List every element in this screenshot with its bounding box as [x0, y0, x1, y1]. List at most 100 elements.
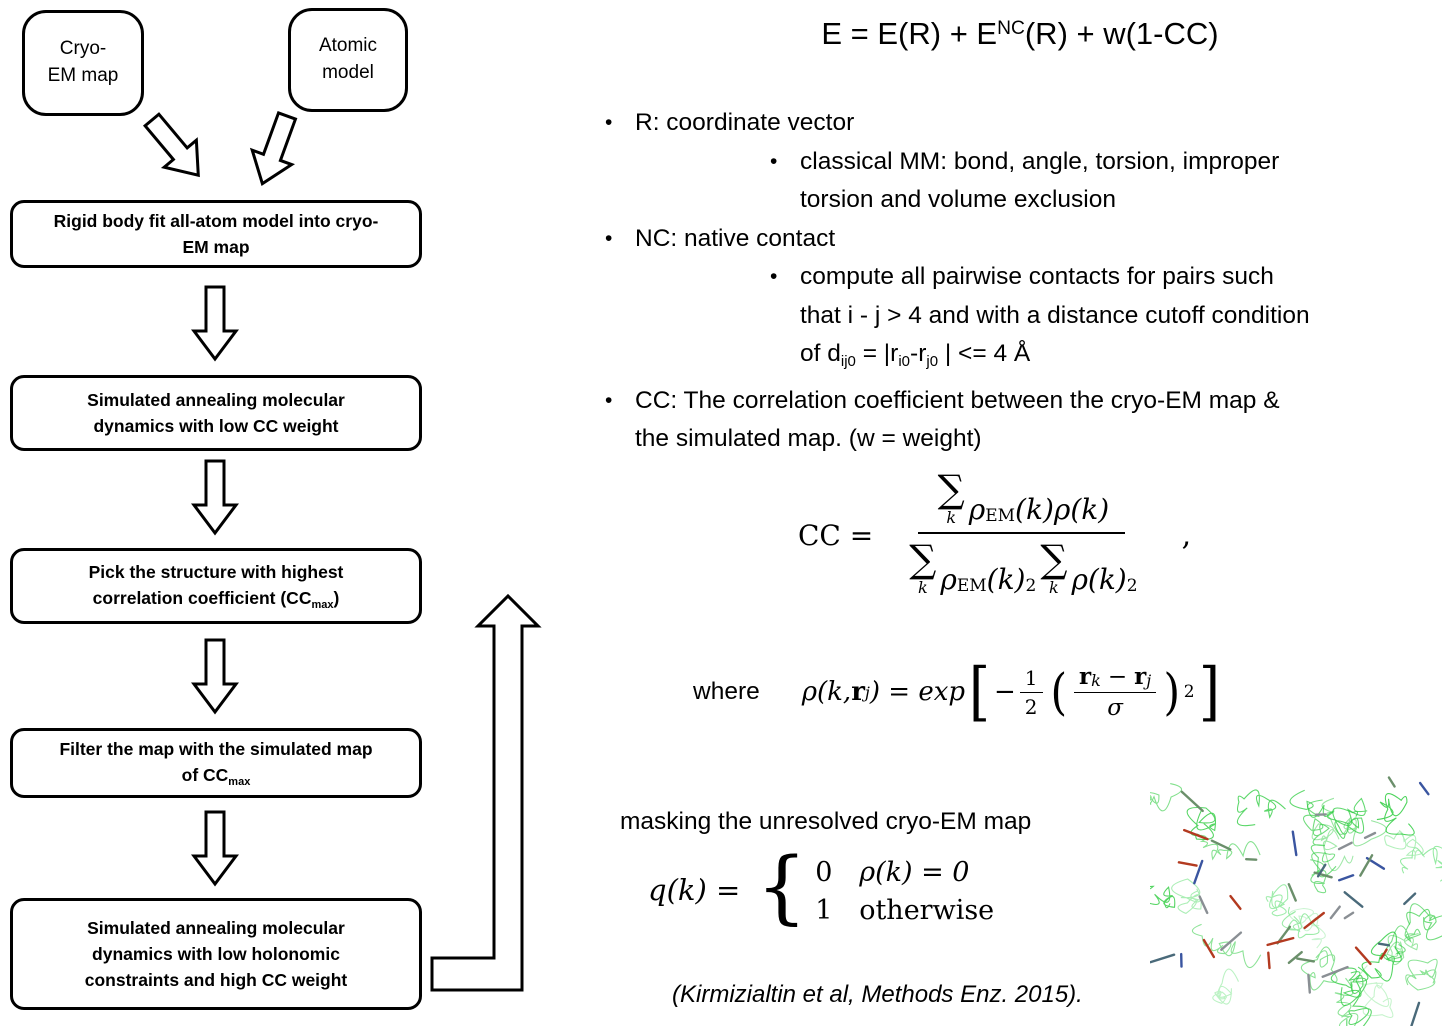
em-superscript: EM: [985, 506, 1016, 526]
cutoff-sub1: ij0: [840, 353, 856, 370]
bullet-dot-icon: •: [770, 265, 778, 288]
cutoff-p4: | <= 4 Å: [938, 340, 1031, 367]
bullet-list: • R: coordinate vector • classical MM: b…: [600, 104, 1442, 459]
j-subscript: j: [864, 682, 870, 702]
rho-of-k: ρ(k): [1071, 563, 1127, 596]
bullet-dot-icon: •: [770, 149, 778, 173]
arrow-step4-step5: [191, 810, 239, 887]
flow-box-atomic-model-label: Atomic model: [318, 35, 378, 83]
sum-limit: k: [917, 578, 928, 597]
fraction-numerator: 1: [1019, 666, 1043, 693]
left-bracket: [: [968, 655, 991, 729]
case-condition-otherwise: otherwise: [859, 894, 995, 926]
flow-step-sa-md-low-cc-label: Simulated annealing molecular dynamics w…: [87, 389, 345, 436]
right-paren: ): [1163, 663, 1181, 721]
cutoff-sub2: i0: [898, 353, 911, 370]
bullet-classical-mm: • classical MM: bond, angle, torsion, im…: [600, 143, 1442, 182]
step4-subscript: max: [228, 775, 251, 788]
bullet-r-coordinate-vector: • R: coordinate vector: [600, 104, 1442, 143]
sigma-lowercase: σ: [1107, 695, 1123, 721]
flowchart-arrows: [142, 110, 542, 992]
minus-sign: −: [993, 677, 1016, 707]
bullet-classical-mm-cont: torsion and volume exclusion: [600, 181, 1442, 220]
bullet-classical-mm-line2: torsion and volume exclusion: [800, 186, 1116, 213]
bullet-classical-mm-line1: classical MM: bond, angle, torsion, impr…: [800, 147, 1280, 175]
case-row-zero: 0 ρ(k) = 0: [815, 854, 994, 892]
minus-sign: −: [1107, 664, 1128, 690]
bullet-pairwise-contacts: • compute all pairwise contacts for pair…: [600, 258, 1442, 297]
arrow-from-atomic-model: [249, 110, 298, 187]
flow-step-rigid-body-fit: Rigid body fit all-atom model into cryo-…: [10, 200, 422, 268]
step3-text: Pick the structure with highest correlat…: [88, 561, 344, 608]
squared-superscript: 2: [1126, 576, 1138, 596]
sigma-glyph: ∑: [1040, 537, 1068, 581]
r-vector: r: [1079, 663, 1092, 690]
flow-step-pick-structure: Pick the structure with highest correlat…: [10, 548, 422, 624]
case-value-1: 1: [815, 894, 833, 926]
bullet-cc-correlation: • CC: The correlation coefficient betwee…: [600, 382, 1442, 421]
bullet-pairwise-line2: that i - j > 4 and with a distance cutof…: [800, 301, 1310, 329]
flow-step-sa-md-low-cc: Simulated annealing molecular dynamics w…: [10, 375, 422, 451]
case-value-0: 0: [815, 857, 833, 888]
sigma-glyph: ∑: [937, 467, 965, 511]
flow-step-sa-md-high-cc: Simulated annealing molecular dynamics w…: [10, 898, 422, 1010]
em-superscript: EM: [956, 576, 987, 596]
bullet-cc-line2: the simulated map. (w = weight): [635, 425, 982, 452]
cutoff-p3: -r: [910, 340, 927, 367]
energy-equation-part2: (R) + w(1-CC): [1024, 16, 1219, 51]
energy-equation-superscript: NC: [997, 18, 1025, 39]
case-row-one: 1 otherwise: [815, 892, 994, 930]
j-subscript: j: [1146, 671, 1152, 690]
cutoff-sub3: j0: [926, 353, 939, 370]
energy-equation-part1: E = E(R) + E: [821, 16, 998, 51]
arrow-step3-step4: [191, 638, 239, 715]
where-label: where: [693, 678, 760, 705]
energy-equation: E = E(R) + ENC(R) + w(1-CC): [700, 16, 1340, 52]
flow-box-cryo-em-map: Cryo- EM map: [22, 10, 144, 116]
q-equation: q(k) = { 0 ρ(k) = 0 1 otherwise: [648, 839, 994, 933]
sum-symbol: ∑k: [938, 470, 965, 526]
rho-of-k: ρ(k): [1053, 493, 1110, 526]
bullet-r-text: R: coordinate vector: [635, 109, 855, 136]
squared-superscript: 2: [1183, 682, 1195, 702]
cutoff-p1: of d: [800, 340, 841, 367]
sigma-glyph: ∑: [909, 537, 937, 581]
arrow-step1-step2: [191, 285, 239, 362]
rho-eq-lhs: ρ(k,: [801, 677, 852, 707]
step3-subscript: max: [311, 598, 334, 611]
r-vector: r: [1134, 663, 1147, 690]
of-k: (k): [986, 563, 1026, 596]
case-condition-rho-zero: ρ(k) = 0: [859, 857, 970, 888]
bullet-dot-icon: •: [605, 226, 613, 250]
sum-symbol: ∑k: [909, 540, 936, 596]
bullet-cc-cont: the simulated map. (w = weight): [600, 420, 1442, 459]
right-bracket: ]: [1198, 655, 1220, 729]
bullet-pairwise-cont2: of dij0 = |ri0-rj0 | <= 4 Å: [600, 335, 1442, 382]
q-equation-cases: 0 ρ(k) = 0 1 otherwise: [815, 854, 994, 930]
trailing-comma: ,: [1181, 517, 1192, 553]
rho-symbol: ρ: [968, 493, 986, 526]
bullet-nc-native-contact: • NC: native contact: [600, 220, 1442, 259]
flow-step-rigid-body-fit-label: Rigid body fit all-atom model into cryo-…: [53, 210, 379, 257]
squared-superscript: 2: [1025, 576, 1037, 596]
bullet-pairwise-line3: of dij0 = |ri0-rj0 | <= 4 Å: [800, 335, 1030, 382]
curly-brace: {: [756, 839, 808, 933]
masking-label: masking the unresolved cryo-EM map: [620, 808, 1032, 835]
bullet-pairwise-cont1: that i - j > 4 and with a distance cutof…: [600, 297, 1442, 336]
citation-text: (Kirmizialtin et al, Methods Enz. 2015).: [672, 981, 1083, 1008]
step3-close-paren: ): [333, 587, 340, 608]
of-k: (k): [1015, 493, 1054, 526]
fraction-denominator: 2: [1024, 694, 1038, 719]
loop-back-arrow: [430, 593, 542, 992]
sum-limit: k: [1049, 578, 1059, 597]
cc-equation-lhs: CC =: [798, 518, 874, 552]
bullet-dot-icon: •: [605, 388, 613, 412]
